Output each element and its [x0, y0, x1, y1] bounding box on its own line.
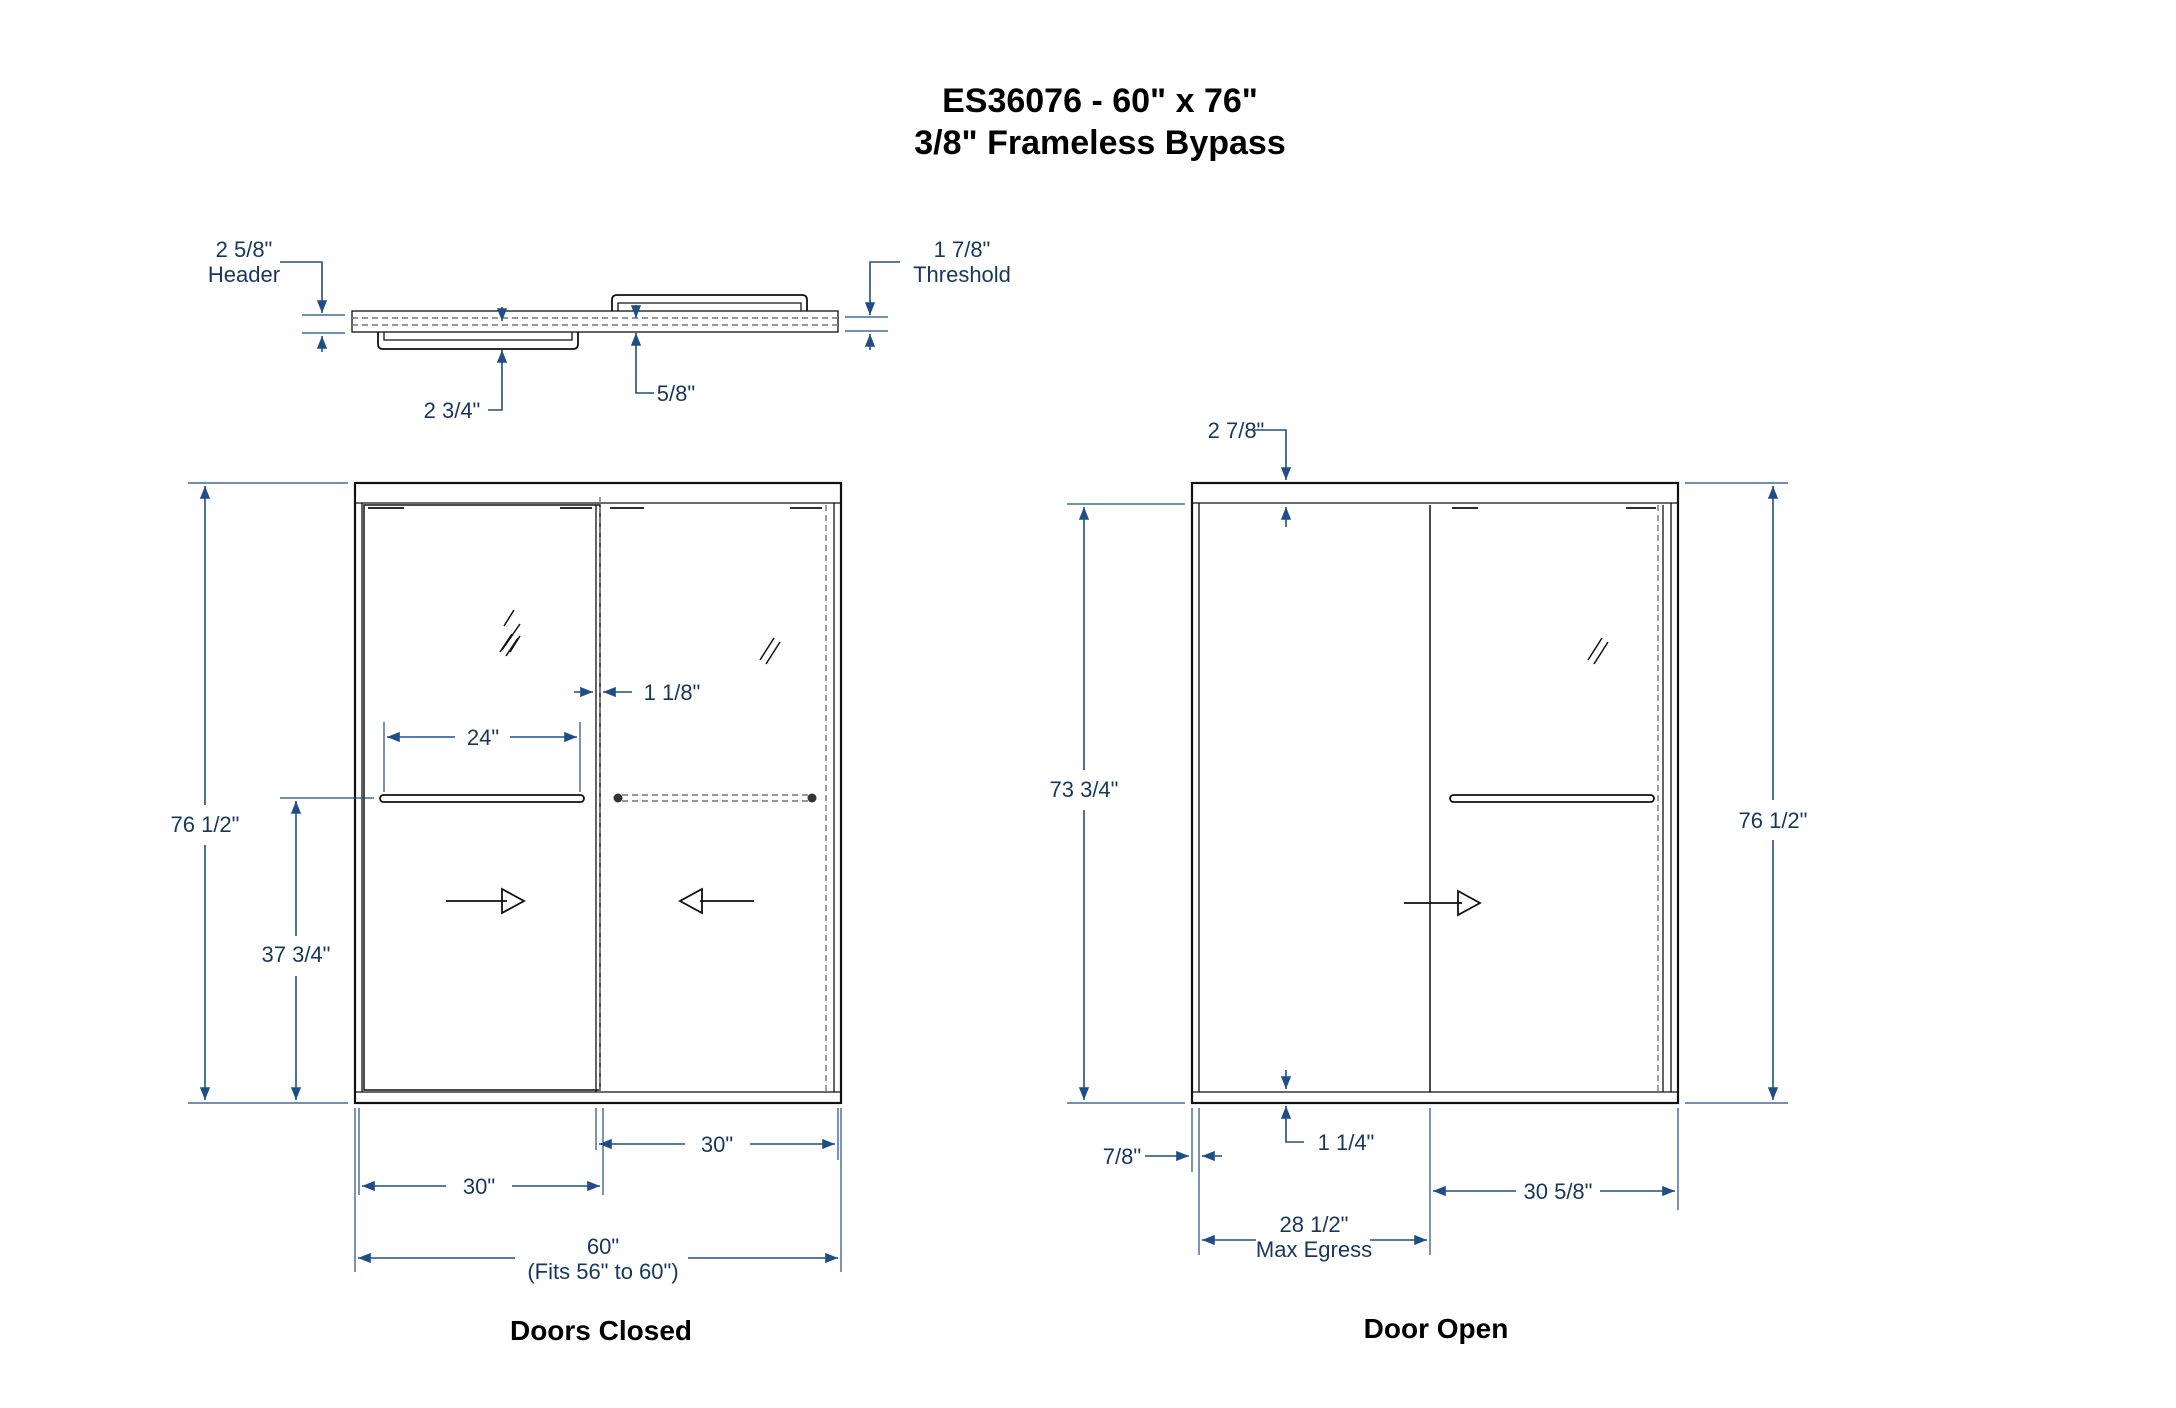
closed-left-panel	[363, 504, 601, 1091]
header-leader	[280, 261, 328, 313]
closed-fits-range: (Fits 56" to 60")	[527, 1259, 678, 1284]
open-threshold-leader	[1280, 1106, 1304, 1143]
threshold-label: Threshold	[913, 262, 1011, 287]
closed-glass-mark-right	[759, 637, 781, 665]
plan-handle-lower-inner	[383, 332, 573, 341]
open-egress-label: Max Egress	[1256, 1237, 1372, 1262]
door-open-elevation: 2 7/8" 73 3/4" 76 1/2" 1 1/4" 7/8" 28 1/…	[1050, 418, 1808, 1344]
drawing-title-line2: 3/8" Frameless Bypass	[914, 124, 1285, 162]
handle-offset-leader	[488, 350, 508, 411]
closed-total-width-value: 60"	[587, 1234, 619, 1259]
bar-length-value: 24"	[467, 725, 499, 750]
header-value: 2 5/8"	[216, 237, 273, 262]
header-label: Header	[208, 262, 280, 287]
glass-gap-leader	[630, 333, 654, 394]
closed-bar-right-end-left	[613, 793, 623, 803]
closed-right-width-value: 30"	[701, 1132, 733, 1157]
handle-offset-value: 2 3/4"	[424, 398, 481, 423]
closed-glass-mark-left-b	[499, 633, 519, 657]
closed-arrow-left-head	[678, 887, 703, 915]
open-bar	[1449, 794, 1655, 803]
open-arrow-head	[1457, 889, 1482, 917]
plan-track	[351, 310, 839, 333]
threshold-value: 1 7/8"	[934, 237, 991, 262]
closed-height-value: 76 1/2"	[171, 812, 240, 837]
open-egress-value: 28 1/2"	[1280, 1212, 1349, 1237]
open-opening-height-value: 73 3/4"	[1050, 777, 1119, 802]
door-open-caption: Door Open	[1364, 1313, 1509, 1344]
open-header-value: 2 7/8"	[1208, 418, 1265, 443]
plan-view: 2 5/8" Header 1 7/8" Threshold 2 3/4" 5/…	[208, 237, 1011, 423]
closed-handle-height-value: 37 3/4"	[262, 942, 331, 967]
overlap-value: 1 1/8"	[644, 680, 701, 705]
closed-bar-left	[379, 794, 585, 803]
open-total-height-value: 76 1/2"	[1739, 808, 1808, 833]
closed-left-width-value: 30"	[463, 1174, 495, 1199]
doors-closed-caption: Doors Closed	[510, 1315, 692, 1346]
doors-closed-elevation: 76 1/2" 37 3/4" 24" 1 1/8" 30" 30"	[171, 481, 843, 1346]
drawing-title-line1: ES36076 - 60" x 76"	[942, 82, 1258, 120]
plan-handle-lower	[377, 332, 579, 350]
closed-arrow-right-head	[501, 887, 526, 915]
open-panel-width-value: 30 5/8"	[1524, 1179, 1593, 1204]
plan-handle-upper-inner	[617, 302, 802, 311]
closed-bar-right-end-right	[807, 793, 817, 803]
plan-handle-upper	[611, 294, 808, 311]
open-frame	[1190, 481, 1680, 1105]
closed-frame	[353, 481, 843, 1105]
open-threshold-value: 1 1/4"	[1318, 1130, 1375, 1155]
open-header-leader	[1254, 429, 1292, 480]
threshold-leader	[864, 261, 900, 315]
open-glass-mark	[1587, 637, 1609, 665]
glass-gap-value: 5/8"	[657, 381, 695, 406]
open-side-offset-value: 7/8"	[1103, 1144, 1141, 1169]
